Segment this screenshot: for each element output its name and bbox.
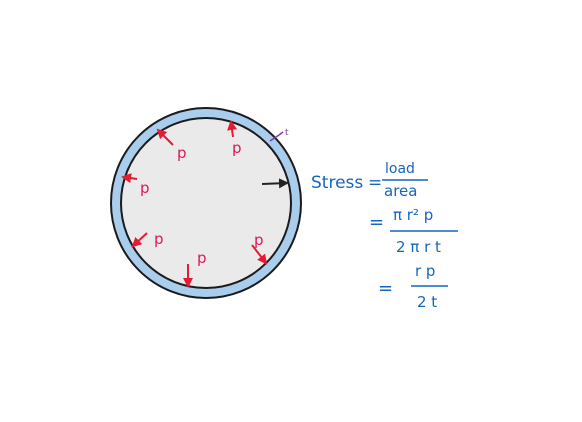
cylinder-interior — [120, 117, 292, 289]
pressure-arrow-upper-left — [156, 128, 174, 146]
equation-lhs: Stress — [311, 173, 363, 193]
thickness-marker: t — [269, 128, 289, 142]
fraction-2-numerator: π r² p — [393, 206, 433, 224]
pressure-label: p — [197, 249, 207, 267]
pressure-label: p — [140, 179, 150, 197]
thickness-label: t — [285, 128, 289, 138]
fraction-2-denominator: 2 π r t — [396, 238, 441, 256]
pressure-arrows — [121, 120, 268, 288]
equation-equals-3: = — [378, 278, 393, 299]
radius-arrow — [261, 178, 289, 189]
stress-equation: Stress = load area = π r² p 2 π r t = r … — [311, 161, 458, 311]
pressure-labels: p p p p p p — [140, 139, 264, 267]
equation-equals-2: = — [369, 212, 384, 233]
fraction-3-numerator: r p — [415, 262, 435, 280]
pressure-arrow-lower-right — [251, 244, 268, 265]
pressure-label: p — [177, 144, 187, 162]
cylinder-cross-section — [110, 107, 302, 299]
pressure-label: p — [154, 230, 164, 248]
pressure-arrow-lower-left — [131, 232, 148, 248]
fraction-1-numerator: load — [385, 161, 415, 177]
pressure-arrow-left — [121, 173, 138, 184]
fraction-1-denominator: area — [384, 182, 417, 200]
fraction-3-denominator: 2 t — [417, 293, 437, 311]
equation-equals-1: = — [368, 173, 382, 193]
pressure-label: p — [254, 231, 264, 249]
pressure-arrow-top — [227, 120, 238, 138]
pressure-label: p — [232, 139, 242, 157]
